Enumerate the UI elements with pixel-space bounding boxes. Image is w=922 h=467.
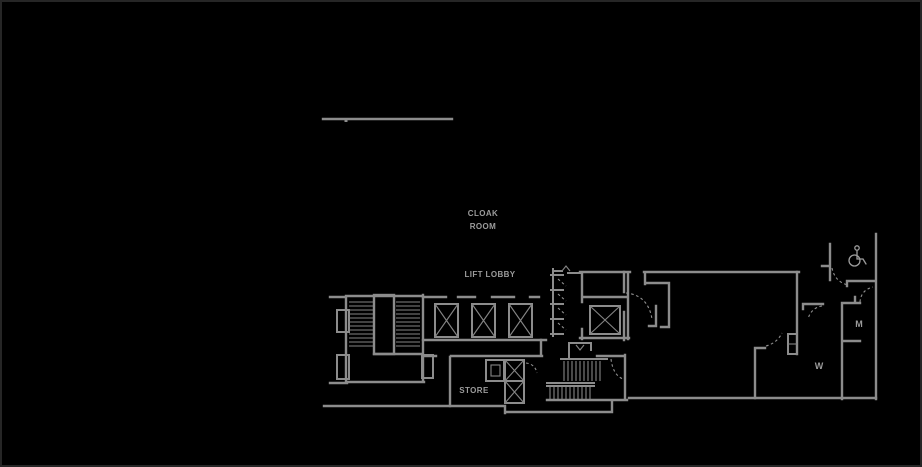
up-arrow-icon: [561, 265, 571, 272]
lift-lobby-walls: [421, 295, 548, 342]
store-room: [423, 338, 544, 408]
escalator-treads: [549, 361, 601, 399]
lift-shaft-2: [471, 303, 496, 338]
perimeter-walls: [322, 353, 878, 415]
corridor-walls: [622, 270, 801, 342]
label-womens-toilet: W: [815, 361, 824, 371]
main-staircase: [328, 293, 434, 385]
service-lift-room: [578, 270, 632, 341]
duct-shaft: [485, 359, 505, 382]
dumbwaiter-shafts: [504, 359, 525, 404]
door-swings: [525, 267, 874, 380]
room-labels: CLOAK ROOM LIFT LOBBY STORE M W: [459, 209, 862, 395]
escalator-stair: [546, 342, 608, 399]
riser-ducts: [550, 265, 581, 337]
wheelchair-icon: [848, 245, 867, 267]
toilet-walls: [753, 232, 878, 401]
label-cloak-room-line1: CLOAK: [468, 209, 498, 218]
lift-shaft-1: [434, 303, 459, 338]
label-store: STORE: [459, 386, 489, 395]
label-lift-lobby: LIFT LOBBY: [464, 270, 515, 279]
label-mens-toilet: M: [855, 319, 863, 329]
top-edge-line: [321, 117, 454, 122]
label-cloak-room-line2: ROOM: [470, 222, 497, 231]
lift-shaft-3: [508, 303, 533, 338]
down-arrow-icon: [575, 344, 585, 351]
lift-shaft-4: [589, 305, 621, 335]
stair-treads: [349, 301, 420, 347]
